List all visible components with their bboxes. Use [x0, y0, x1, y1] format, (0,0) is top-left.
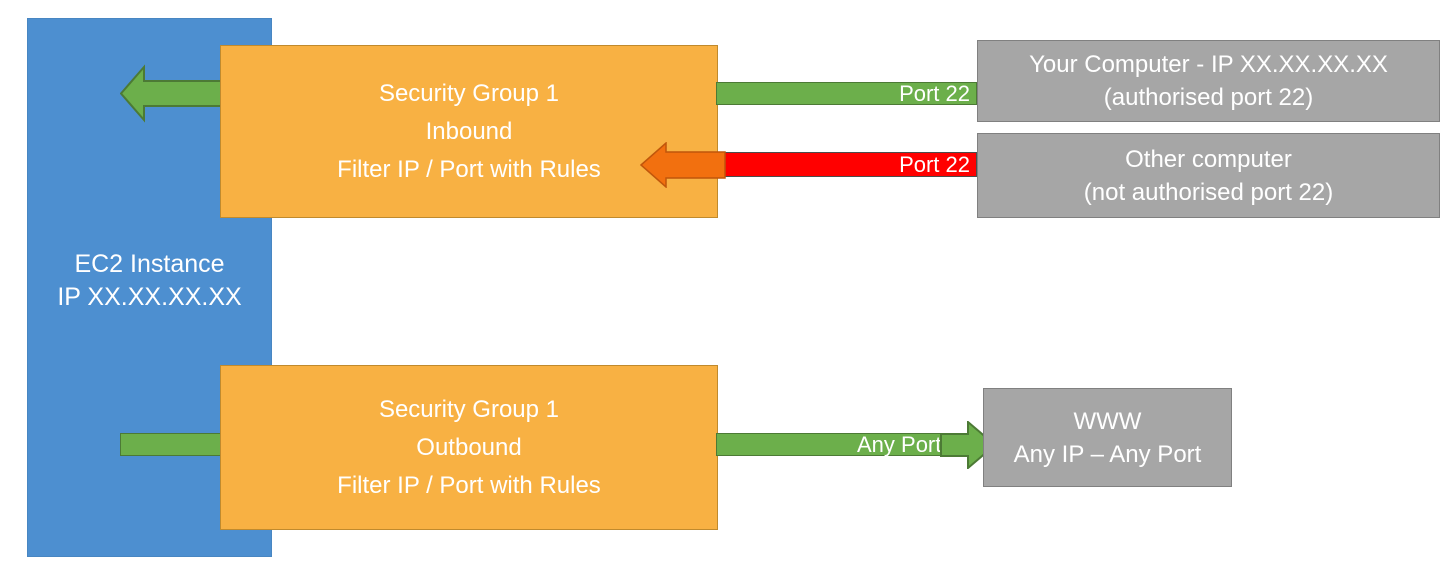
- allowed-inbound-port-label: Port 22: [899, 80, 970, 106]
- endpoint-your-computer-label: Your Computer - IP XX.XX.XX.XX (authoris…: [1029, 51, 1388, 111]
- blocked-inbound-wire: Port 22: [716, 152, 977, 177]
- allowed-inbound-wire: Port 22: [716, 82, 977, 105]
- ec2-instance-label: EC2 Instance IP XX.XX.XX.XX: [57, 250, 242, 311]
- allowed-outbound-arrowhead-icon: [940, 421, 996, 469]
- endpoint-other-computer-box[interactable]: Other computer (not authorised port 22): [977, 133, 1440, 218]
- allowed-outbound-wire: Any Port: [716, 433, 981, 456]
- allowed-outbound-port-label: Any Port: [857, 431, 942, 457]
- security-group-inbound-label: Security Group 1 Inbound Filter IP / Por…: [337, 79, 601, 183]
- endpoint-other-computer-label: Other computer (not authorised port 22): [1083, 145, 1334, 206]
- endpoint-www-label: WWW Any IP – Any Port: [1013, 407, 1202, 468]
- endpoint-www-box[interactable]: WWW Any IP – Any Port: [983, 388, 1232, 487]
- security-group-outbound-label: Security Group 1 Outbound Filter IP / Po…: [337, 395, 601, 499]
- outbound-source-stub: [120, 433, 221, 456]
- endpoint-your-computer-box[interactable]: Your Computer - IP XX.XX.XX.XX (authoris…: [977, 40, 1440, 122]
- security-group-inbound-box[interactable]: Security Group 1 Inbound Filter IP / Por…: [220, 45, 718, 218]
- security-group-outbound-box[interactable]: Security Group 1 Outbound Filter IP / Po…: [220, 365, 718, 530]
- blocked-inbound-port-label: Port 22: [899, 151, 970, 177]
